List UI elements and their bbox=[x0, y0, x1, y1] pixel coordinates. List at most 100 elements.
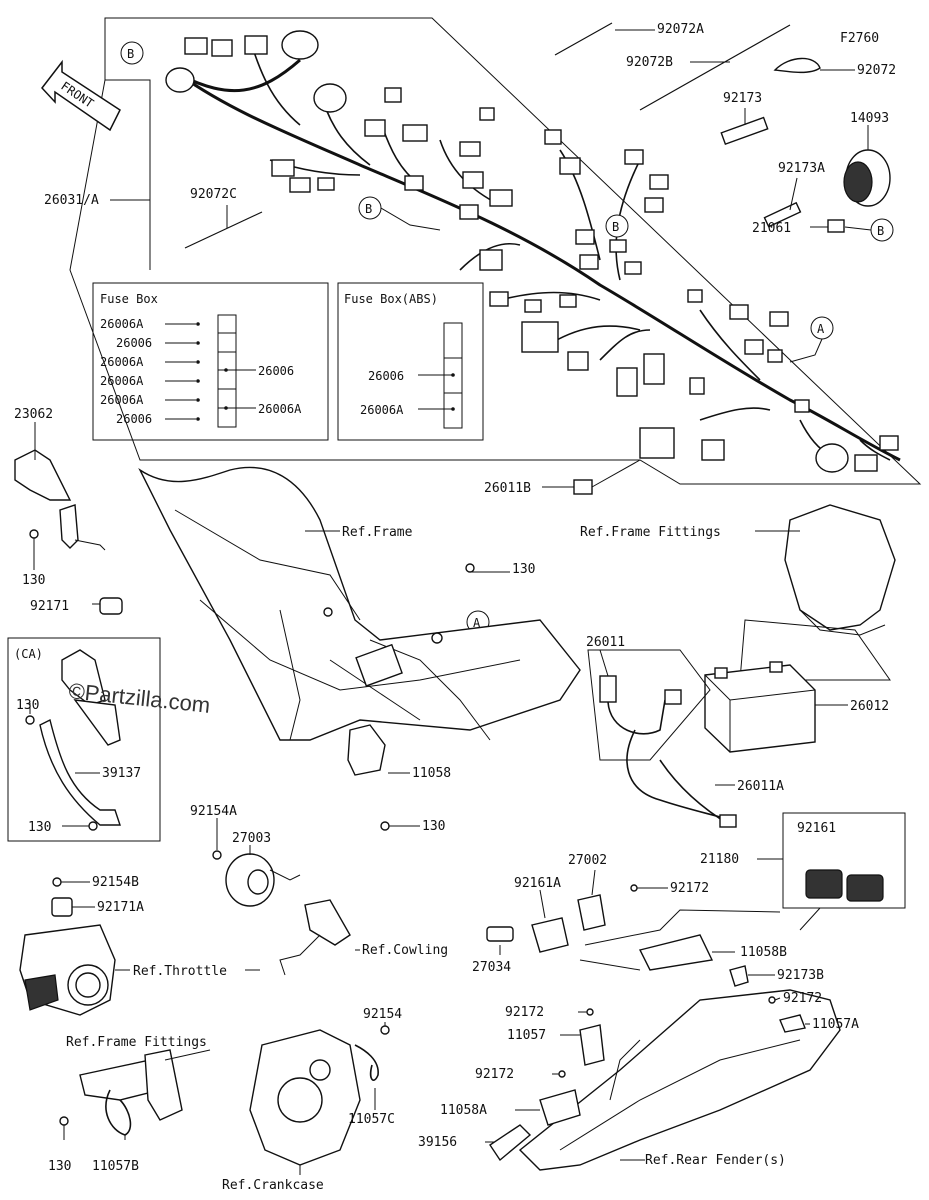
throttle-body bbox=[19, 877, 116, 1016]
bracket-23062 bbox=[14, 449, 106, 551]
ref-throttle: Ref.Throttle bbox=[133, 964, 227, 979]
bolt-130a bbox=[29, 529, 39, 539]
label-11057B: 11057B bbox=[92, 1159, 139, 1174]
battery-cable-26011A bbox=[626, 729, 737, 828]
leader-lines bbox=[29, 29, 872, 1175]
clamp-92171 bbox=[99, 597, 123, 615]
label-92173B: 92173B bbox=[777, 968, 824, 983]
label-26031A: 26031/A bbox=[44, 193, 99, 208]
cap-21061 bbox=[827, 219, 845, 233]
label-11057A: 11057A bbox=[812, 1017, 859, 1032]
label-21180: 21180 bbox=[700, 852, 739, 867]
label-92154A: 92154A bbox=[190, 804, 237, 819]
fuse-abs-row-2: 26006A bbox=[360, 403, 404, 417]
relay-14093 bbox=[843, 149, 891, 207]
fuse-box-panel: Fuse Box 26006A 26006 26006A 26006A 2600… bbox=[92, 282, 329, 441]
svg-text:B: B bbox=[877, 224, 884, 238]
label-130f: 130 bbox=[48, 1159, 71, 1174]
bracket-11058 bbox=[347, 724, 390, 831]
harness-left-border bbox=[104, 18, 151, 270]
label-92072: 92072 bbox=[857, 63, 896, 78]
ref-rear-fender: Ref.Rear Fender(s) bbox=[645, 1153, 786, 1168]
cable-tie-92072A bbox=[554, 22, 613, 56]
cable-tie-92072B bbox=[639, 24, 791, 111]
label-21061: 21061 bbox=[752, 221, 791, 236]
clamp-92173 bbox=[720, 116, 769, 146]
label-11058A: 11058A bbox=[440, 1103, 487, 1118]
ref-cowling: Ref.Cowling bbox=[362, 943, 448, 958]
label-92072C: 92072C bbox=[190, 187, 237, 202]
label-92072B: 92072B bbox=[626, 55, 673, 70]
label-11058B: 11058B bbox=[740, 945, 787, 960]
svg-text:A: A bbox=[817, 322, 825, 336]
horn-27003 bbox=[225, 853, 351, 976]
label-130e: 130 bbox=[422, 819, 445, 834]
bolt-92154A bbox=[212, 850, 222, 860]
label-26012: 26012 bbox=[850, 699, 889, 714]
fuse-row-2: 26006 bbox=[116, 336, 152, 350]
bubble-b2: B bbox=[358, 196, 441, 231]
label-92161A: 92161A bbox=[514, 876, 561, 891]
label-92154B: 92154B bbox=[92, 875, 139, 890]
label-92172c: 92172 bbox=[505, 1005, 544, 1020]
diagram-code: F2760 bbox=[840, 31, 879, 46]
frame-fittings-top bbox=[739, 504, 896, 681]
label-39156: 39156 bbox=[418, 1135, 457, 1150]
label-23062: 23062 bbox=[14, 407, 53, 422]
fuse-group-b: 26006A bbox=[258, 402, 302, 416]
bubble-a1: A bbox=[789, 316, 834, 363]
fuse-row-4: 26006A bbox=[100, 374, 144, 388]
fuse-box-title: Fuse Box bbox=[100, 292, 158, 306]
label-92161: 92161 bbox=[797, 821, 836, 836]
svg-text:B: B bbox=[365, 202, 372, 216]
relay-panel-92161 bbox=[782, 812, 906, 909]
label-26011B: 26011B bbox=[484, 481, 531, 496]
svg-text:B: B bbox=[127, 47, 134, 61]
crankcase bbox=[249, 1025, 390, 1166]
band-92072 bbox=[773, 57, 821, 74]
fuse-row-5: 26006A bbox=[100, 393, 144, 407]
label-27002: 27002 bbox=[568, 853, 607, 868]
battery-26012 bbox=[704, 661, 816, 753]
label-11057: 11057 bbox=[507, 1028, 546, 1043]
label-130c: 130 bbox=[16, 698, 39, 713]
label-130b: 130 bbox=[512, 562, 535, 577]
ca-label: (CA) bbox=[14, 647, 43, 661]
label-92171: 92171 bbox=[30, 599, 69, 614]
label-92072A: 92072A bbox=[657, 22, 704, 37]
ref-frame-fittings-bottom: Ref.Frame Fittings bbox=[66, 1035, 207, 1050]
fuse-abs-row-1: 26006 bbox=[368, 369, 404, 383]
rear-fender bbox=[489, 989, 841, 1171]
bubble-b3: B bbox=[605, 214, 629, 238]
clamp-92173A bbox=[763, 201, 802, 228]
frame-drawing bbox=[138, 466, 581, 741]
harness-connectors bbox=[184, 35, 899, 495]
label-92172a: 92172 bbox=[670, 881, 709, 896]
fuse-box-abs-title: Fuse Box(ABS) bbox=[344, 292, 438, 306]
front-arrow-icon: FRONT bbox=[41, 59, 121, 132]
ref-frame-fittings-top: Ref.Frame Fittings bbox=[580, 525, 721, 540]
label-92154: 92154 bbox=[363, 1007, 402, 1022]
label-92172b: 92172 bbox=[783, 991, 822, 1006]
part-labels: F2760 92072A 92072B 92072 92173 14093 92… bbox=[14, 22, 896, 1193]
label-130d: 130 bbox=[28, 820, 51, 835]
label-130a: 130 bbox=[22, 573, 45, 588]
fuse-group-a: 26006 bbox=[258, 364, 294, 378]
main-harness bbox=[179, 39, 901, 462]
frame-fittings-bottom bbox=[59, 1049, 183, 1136]
label-27034: 27034 bbox=[472, 960, 511, 975]
harness-caps bbox=[165, 30, 849, 473]
label-27003: 27003 bbox=[232, 831, 271, 846]
label-26011: 26011 bbox=[586, 635, 625, 650]
battery-cable-26011 bbox=[587, 649, 711, 761]
bubble-b4: B bbox=[870, 218, 894, 242]
label-39137: 39137 bbox=[102, 766, 141, 781]
label-14093: 14093 bbox=[850, 111, 889, 126]
cable-tie-92072C bbox=[184, 211, 263, 249]
label-11057C: 11057C bbox=[348, 1112, 395, 1127]
ref-frame: Ref.Frame bbox=[342, 525, 413, 540]
rear-components bbox=[486, 884, 806, 1126]
ca-panel: (CA) bbox=[7, 637, 161, 842]
fuse-box-abs-panel: Fuse Box(ABS) 26006 26006A bbox=[337, 282, 484, 441]
